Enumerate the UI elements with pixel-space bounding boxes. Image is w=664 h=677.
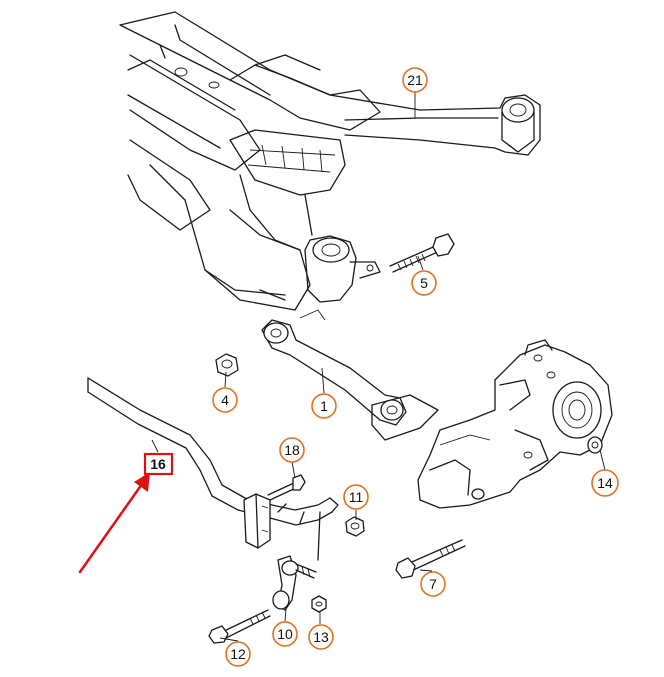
bolt-12: [208, 609, 271, 644]
lower-link-arm: [261, 309, 439, 441]
coupling-link: [272, 511, 321, 611]
stabilizer-clamp: [243, 474, 306, 549]
callout-label-5: 5: [420, 275, 428, 291]
callout-label-14: 14: [597, 475, 613, 491]
callout-label-18: 18: [284, 442, 300, 458]
callout-1: 1: [311, 393, 337, 419]
highlight-label-16: 16: [150, 456, 166, 472]
nut-4: [215, 353, 239, 377]
nut-11: [345, 516, 365, 537]
callout-label-1: 1: [320, 398, 328, 414]
callout-14: 14: [591, 469, 619, 497]
leader-lines: [151, 92, 606, 642]
nut-13: [311, 595, 327, 613]
callout-label-12: 12: [230, 646, 246, 662]
pointer-arrow: [78, 472, 150, 574]
callout-12: 12: [225, 641, 251, 667]
callout-13: 13: [308, 624, 334, 650]
callout-label-4: 4: [221, 392, 229, 408]
callout-label-11: 11: [349, 489, 364, 505]
callout-5: 5: [411, 270, 437, 296]
callout-4: 4: [212, 387, 238, 413]
callout-7: 7: [420, 571, 446, 597]
highlight-16: 16: [143, 452, 174, 476]
callout-10: 10: [272, 621, 298, 647]
callout-11: 11: [343, 484, 369, 510]
callout-label-21: 21: [407, 72, 423, 88]
upper-control-arm: [329, 94, 541, 156]
callout-label-7: 7: [429, 576, 437, 592]
callout-label-13: 13: [313, 629, 329, 645]
bolt-7: [395, 539, 466, 579]
front-bushing-mount: [304, 233, 455, 303]
wheel-carrier: [417, 339, 613, 509]
stabilizer-bar: [87, 377, 339, 526]
callout-21: 21: [402, 67, 428, 93]
callout-label-10: 10: [277, 626, 293, 642]
subframe: [119, 11, 381, 311]
callout-18: 18: [279, 437, 305, 463]
